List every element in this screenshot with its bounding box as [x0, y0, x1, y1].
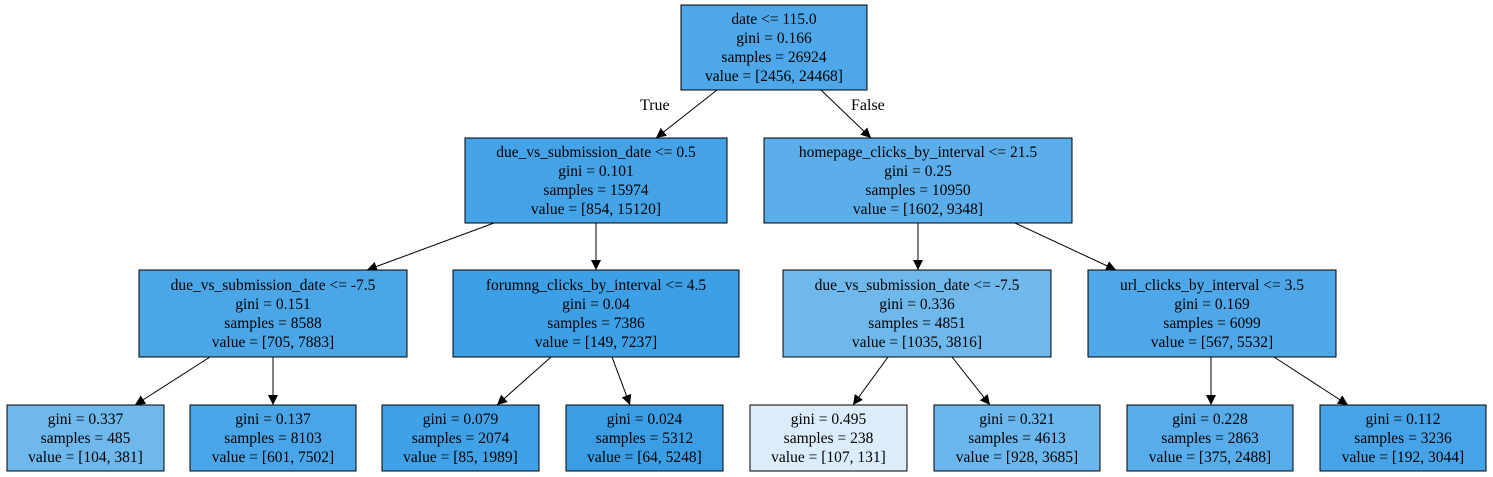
- node-gini: gini = 0.337: [48, 411, 124, 428]
- node-split-rule: forumng_clicks_by_interval <= 4.5: [486, 277, 706, 294]
- tree-node-n7: gini = 0.337 samples = 485 value = [104, 3…: [6, 404, 165, 472]
- node-value: value = [928, 3685]: [956, 449, 1078, 466]
- node-samples: samples = 7386: [547, 315, 645, 332]
- node-value: value = [854, 15120]: [531, 201, 661, 218]
- edge-arrow-n5-n12: [951, 356, 991, 406]
- node-samples: samples = 2863: [1161, 430, 1259, 447]
- tree-node-n13: gini = 0.228 samples = 2863 value = [375, …: [1126, 404, 1294, 472]
- nodes-layer: date <= 115.0 gini = 0.166 samples = 26924…: [6, 4, 1487, 472]
- node-samples: samples = 4613: [968, 430, 1066, 447]
- node-value: value = [64, 5248]: [587, 449, 702, 466]
- node-split-rule: due_vs_submission_date <= 0.5: [496, 144, 696, 161]
- node-box: [763, 137, 1073, 224]
- node-value: value = [1035, 3816]: [852, 334, 982, 351]
- tree-node-n6: url_clicks_by_interval <= 3.5 gini = 0.16…: [1087, 269, 1337, 358]
- node-box: [138, 269, 408, 358]
- tree-node-n9: gini = 0.079 samples = 2074 value = [85, 1…: [381, 404, 540, 472]
- node-gini: gini = 0.151: [235, 296, 310, 313]
- node-gini: gini = 0.25: [884, 163, 952, 180]
- tree-node-n11: gini = 0.495 samples = 238 value = [107, 1…: [749, 404, 908, 472]
- node-gini: gini = 0.228: [1172, 411, 1248, 428]
- tree-node-n10: gini = 0.024 samples = 5312 value = [64, 5…: [565, 404, 724, 472]
- edge-arrow-n0-n2: [820, 89, 872, 139]
- tree-node-n14: gini = 0.112 samples = 3236 value = [192, …: [1319, 404, 1487, 472]
- node-samples: samples = 4851: [868, 315, 965, 332]
- node-samples: samples = 485: [41, 430, 131, 447]
- node-samples: samples = 2074: [412, 430, 510, 447]
- node-box: [933, 404, 1101, 472]
- node-box: [6, 404, 165, 472]
- node-value: value = [705, 7883]: [212, 334, 334, 351]
- node-split-rule: due_vs_submission_date <= -7.5: [171, 277, 376, 294]
- node-gini: gini = 0.336: [879, 296, 955, 313]
- node-samples: samples = 3236: [1354, 430, 1452, 447]
- node-value: value = [192, 3044]: [1342, 449, 1464, 466]
- node-box: [464, 137, 728, 224]
- node-samples: samples = 8588: [224, 315, 322, 332]
- node-value: value = [375, 2488]: [1149, 449, 1271, 466]
- edge-arrow-n4-n9: [496, 356, 552, 406]
- tree-node-n0: date <= 115.0 gini = 0.166 samples = 26924…: [680, 4, 868, 91]
- node-samples: samples = 15974: [543, 182, 648, 199]
- tree-node-n3: due_vs_submission_date <= -7.5 gini = 0.1…: [138, 269, 408, 358]
- tree-node-n12: gini = 0.321 samples = 4613 value = [928, …: [933, 404, 1101, 472]
- node-gini: gini = 0.112: [1366, 411, 1441, 428]
- node-box: [749, 404, 908, 472]
- tree-node-n4: forumng_clicks_by_interval <= 4.5 gini = …: [452, 269, 740, 358]
- node-gini: gini = 0.137: [235, 411, 311, 428]
- node-gini: gini = 0.024: [607, 411, 683, 428]
- node-gini: gini = 0.101: [558, 163, 633, 180]
- node-gini: gini = 0.321: [979, 411, 1054, 428]
- node-value: value = [567, 5532]: [1151, 334, 1273, 351]
- edge-arrow-n1-n3: [366, 222, 495, 272]
- edge-arrow-n3-n7: [134, 356, 211, 406]
- node-gini: gini = 0.04: [562, 296, 630, 313]
- node-box: [1087, 269, 1337, 358]
- tree-node-n2: homepage_clicks_by_interval <= 21.5 gini …: [763, 137, 1073, 224]
- node-samples: samples = 8103: [224, 430, 322, 447]
- node-box: [782, 269, 1052, 358]
- tree-node-n8: gini = 0.137 samples = 8103 value = [601, …: [189, 404, 357, 472]
- node-box: [1126, 404, 1294, 472]
- edge-arrow-n6-n14: [1273, 356, 1349, 406]
- node-box: [189, 404, 357, 472]
- node-value: value = [104, 381]: [28, 449, 143, 466]
- node-split-rule: due_vs_submission_date <= -7.5: [815, 277, 1020, 294]
- node-box: [1319, 404, 1487, 472]
- node-split-rule: url_clicks_by_interval <= 3.5: [1120, 277, 1304, 294]
- node-value: value = [107, 131]: [771, 449, 886, 466]
- node-samples: samples = 6099: [1163, 315, 1261, 332]
- edge-arrow-n5-n11: [852, 356, 889, 406]
- tree-node-n1: due_vs_submission_date <= 0.5 gini = 0.10…: [464, 137, 728, 224]
- edge-label-true: True: [640, 97, 670, 114]
- node-value: value = [85, 1989]: [403, 449, 518, 466]
- node-box: [565, 404, 724, 472]
- node-split-rule: date <= 115.0: [731, 11, 817, 28]
- node-gini: gini = 0.166: [736, 30, 812, 47]
- tree-node-n5: due_vs_submission_date <= -7.5 gini = 0.3…: [782, 269, 1052, 358]
- edge-arrow-n0-n1: [655, 89, 718, 139]
- node-box: [452, 269, 740, 358]
- edge-arrow-n2-n6: [1014, 222, 1117, 271]
- node-split-rule: homepage_clicks_by_interval <= 21.5: [799, 144, 1038, 161]
- node-value: value = [2456, 24468]: [705, 68, 843, 85]
- node-gini: gini = 0.495: [791, 411, 867, 428]
- node-value: value = [149, 7237]: [535, 334, 657, 351]
- node-box: [680, 4, 868, 91]
- node-value: value = [1602, 9348]: [853, 201, 983, 218]
- node-samples: samples = 26924: [721, 49, 826, 66]
- node-samples: samples = 10950: [865, 182, 970, 199]
- edges-layer: True False: [134, 89, 1349, 406]
- node-samples: samples = 5312: [596, 430, 693, 447]
- edge-arrow-n4-n10: [611, 356, 632, 406]
- node-gini: gini = 0.169: [1174, 296, 1250, 313]
- edge-label-false: False: [851, 97, 885, 114]
- node-samples: samples = 238: [784, 430, 874, 447]
- node-value: value = [601, 7502]: [212, 449, 334, 466]
- node-gini: gini = 0.079: [423, 411, 499, 428]
- node-box: [381, 404, 540, 472]
